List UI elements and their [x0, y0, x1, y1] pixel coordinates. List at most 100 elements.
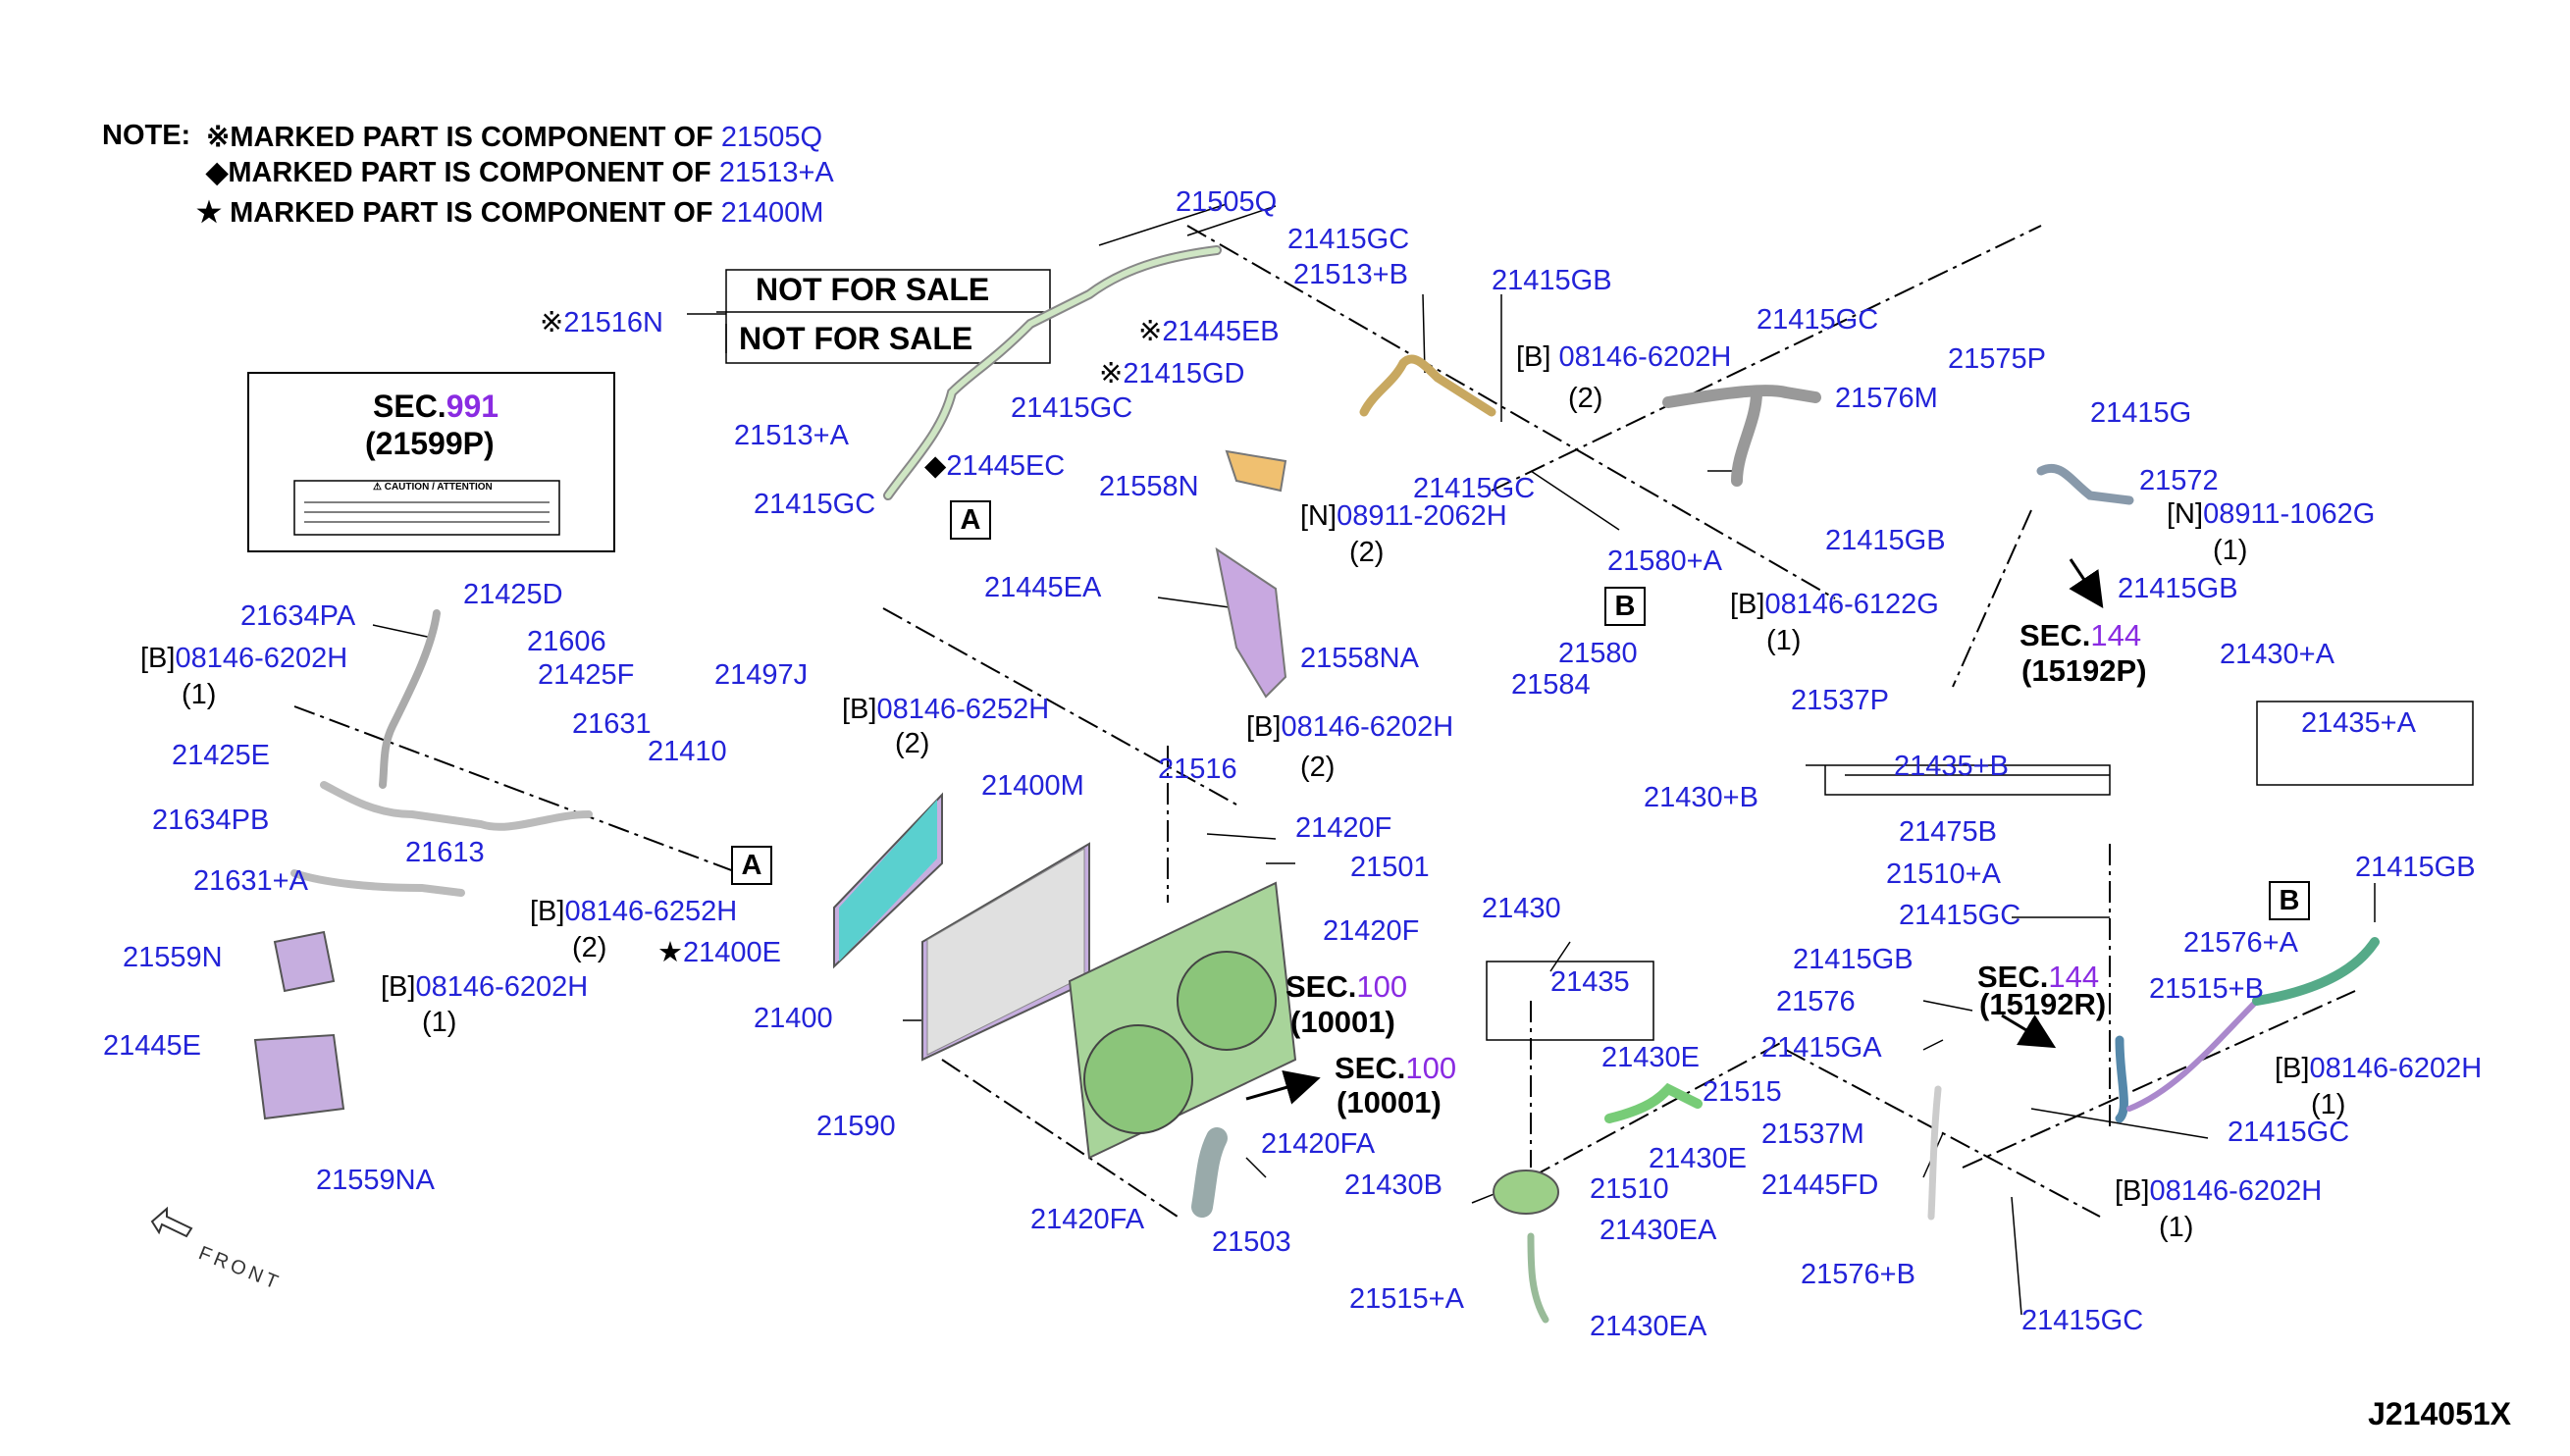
part-21445EC[interactable]: ◆21445EC [924, 450, 1066, 482]
part-21590[interactable]: 21590 [816, 1111, 896, 1142]
part-21420FA-b[interactable]: 21420FA [1030, 1204, 1145, 1235]
sec-991-ref[interactable]: SEC.991 [373, 389, 499, 424]
part-21516N[interactable]: ※21516N [540, 307, 663, 338]
part-08146-6122G[interactable]: [B]08146-6122G [1730, 589, 1939, 620]
part-21430E-b[interactable]: 21430E [1649, 1143, 1747, 1174]
part-08146-6202H-c[interactable]: [B]08146-6202H [1246, 711, 1454, 743]
part-21580A[interactable]: 21580+A [1607, 546, 1722, 577]
part-21505Q[interactable]: 21505Q [1176, 186, 1278, 218]
part-21400M[interactable]: 21400M [981, 770, 1084, 802]
note-line-3: ★ MARKED PART IS COMPONENT OF 21400M [196, 197, 824, 229]
part-21445EA[interactable]: 21445EA [984, 572, 1102, 603]
part-21572[interactable]: 21572 [2139, 465, 2219, 496]
part-21415GB-c[interactable]: 21415GB [2118, 573, 2238, 604]
part-21558N[interactable]: 21558N [1099, 471, 1199, 502]
part-21475B[interactable]: 21475B [1899, 816, 1997, 848]
part-21445EB[interactable]: ※21445EB [1138, 316, 1280, 347]
part-21430B-r[interactable]: 21430+B [1644, 782, 1758, 813]
part-21430[interactable]: 21430 [1482, 893, 1561, 924]
part-08146-6202H-b[interactable]: [B]08146-6202H [140, 643, 348, 674]
part-21415GC-a[interactable]: 21415GC [1287, 224, 1410, 255]
part-21510A[interactable]: 21510+A [1886, 858, 2001, 890]
part-21435B[interactable]: 21435+B [1894, 751, 2009, 782]
part-21425D[interactable]: 21425D [463, 579, 563, 610]
part-21400[interactable]: 21400 [754, 1003, 833, 1034]
part-08911-1062G[interactable]: [N]08911-1062G [2167, 498, 2376, 530]
part-08146-6202H-a[interactable]: [B] 08146-6202H [1516, 341, 1732, 373]
part-21420F-a[interactable]: 21420F [1295, 812, 1392, 844]
part-21515B[interactable]: 21515+B [2149, 973, 2264, 1005]
part-08146-6252H-b[interactable]: [B]08146-6252H [530, 896, 738, 927]
part-21631[interactable]: 21631 [572, 708, 652, 740]
part-21606[interactable]: 21606 [527, 626, 606, 657]
sec-144-b[interactable]: SEC.144 [1977, 960, 2100, 994]
part-21445E[interactable]: 21445E [103, 1030, 201, 1062]
part-08146-6202H-f[interactable]: [B]08146-6202H [2115, 1175, 2323, 1207]
part-21510[interactable]: 21510 [1590, 1173, 1669, 1205]
part-21430EA-a[interactable]: 21430EA [1600, 1215, 1717, 1246]
part-21400E[interactable]: ★21400E [657, 937, 781, 968]
part-21430E-a[interactable]: 21430E [1601, 1042, 1700, 1073]
part-21430A[interactable]: 21430+A [2220, 639, 2334, 670]
part-21415GB-a[interactable]: 21415GB [1492, 265, 1612, 296]
part-21634PB[interactable]: 21634PB [152, 805, 270, 836]
part-21420F-b[interactable]: 21420F [1323, 915, 1420, 947]
sec-100-b[interactable]: SEC.100 [1335, 1051, 1457, 1085]
part-21513B[interactable]: 21513+B [1293, 259, 1408, 290]
part-21430EA-b[interactable]: 21430EA [1590, 1311, 1707, 1342]
part-21425E[interactable]: 21425E [172, 740, 270, 771]
part-21415GB-d[interactable]: 21415GB [1793, 944, 1914, 975]
part-21445FD[interactable]: 21445FD [1761, 1170, 1879, 1201]
part-21415GC-h[interactable]: 21415GC [2021, 1305, 2144, 1336]
ref-b-right[interactable]: B [2269, 881, 2310, 920]
part-21576A[interactable]: 21576+A [2183, 927, 2298, 959]
part-21415G[interactable]: 21415G [2090, 397, 2192, 429]
part-21410[interactable]: 21410 [648, 736, 727, 767]
part-21558NA[interactable]: 21558NA [1300, 643, 1419, 674]
sec-144-a[interactable]: SEC.144 [2019, 618, 2142, 652]
part-21584[interactable]: 21584 [1511, 669, 1591, 701]
part-21415GC-d[interactable]: 21415GC [754, 489, 876, 520]
part-21537P[interactable]: 21537P [1791, 685, 1889, 716]
part-21415GD[interactable]: ※21415GD [1099, 358, 1245, 390]
sec-100-a[interactable]: SEC.100 [1285, 969, 1408, 1004]
part-21415GC-e[interactable]: 21415GC [1413, 473, 1536, 504]
part-21613[interactable]: 21613 [405, 837, 485, 868]
part-21576M[interactable]: 21576M [1835, 383, 1938, 414]
part-21415GC-c[interactable]: 21415GC [1011, 392, 1133, 424]
part-21430B[interactable]: 21430B [1344, 1170, 1442, 1201]
part-21415GC-b[interactable]: 21415GC [1757, 304, 1879, 336]
part-08146-6252H-a[interactable]: [B]08146-6252H [842, 694, 1050, 725]
part-21515[interactable]: 21515 [1703, 1076, 1782, 1108]
part-21576[interactable]: 21576 [1776, 986, 1856, 1017]
ref-a-top[interactable]: A [950, 500, 991, 540]
part-21415GA[interactable]: 21415GA [1761, 1032, 1882, 1064]
part-21634PA[interactable]: 21634PA [240, 600, 356, 632]
part-21501[interactable]: 21501 [1350, 852, 1430, 883]
part-21415GC-i[interactable]: 21415GC [2228, 1117, 2350, 1148]
ref-a-left[interactable]: A [731, 846, 772, 885]
part-21580[interactable]: 21580 [1558, 638, 1638, 669]
ref-b-mid[interactable]: B [1604, 587, 1646, 626]
part-21537M[interactable]: 21537M [1761, 1118, 1864, 1150]
part-21513A[interactable]: 21513+A [734, 420, 849, 451]
part-21503[interactable]: 21503 [1212, 1226, 1291, 1258]
part-08146-6202H-d[interactable]: [B]08146-6202H [381, 971, 589, 1003]
part-21415GC-g[interactable]: 21415GC [1899, 900, 2021, 931]
part-21420FA-a[interactable]: 21420FA [1261, 1128, 1376, 1160]
part-21435[interactable]: 21435 [1550, 966, 1630, 998]
part-08146-6202H-e[interactable]: [B]08146-6202H [2275, 1053, 2483, 1084]
part-21425F[interactable]: 21425F [538, 659, 635, 691]
part-21497J[interactable]: 21497J [714, 659, 809, 691]
part-21415GB-b[interactable]: 21415GB [1825, 525, 1946, 556]
part-21516[interactable]: 21516 [1158, 754, 1237, 785]
part-21575P[interactable]: 21575P [1948, 343, 2046, 375]
part-21631A[interactable]: 21631+A [193, 865, 308, 897]
part-21435A[interactable]: 21435+A [2301, 707, 2416, 739]
part-08911-2062H[interactable]: [N]08911-2062H [1300, 500, 1507, 532]
part-21576B[interactable]: 21576+B [1801, 1259, 1915, 1290]
part-21559N[interactable]: 21559N [123, 942, 223, 973]
part-21559NA[interactable]: 21559NA [316, 1165, 435, 1196]
part-21415GB-e[interactable]: 21415GB [2355, 852, 2476, 883]
part-21515A[interactable]: 21515+A [1349, 1283, 1464, 1315]
